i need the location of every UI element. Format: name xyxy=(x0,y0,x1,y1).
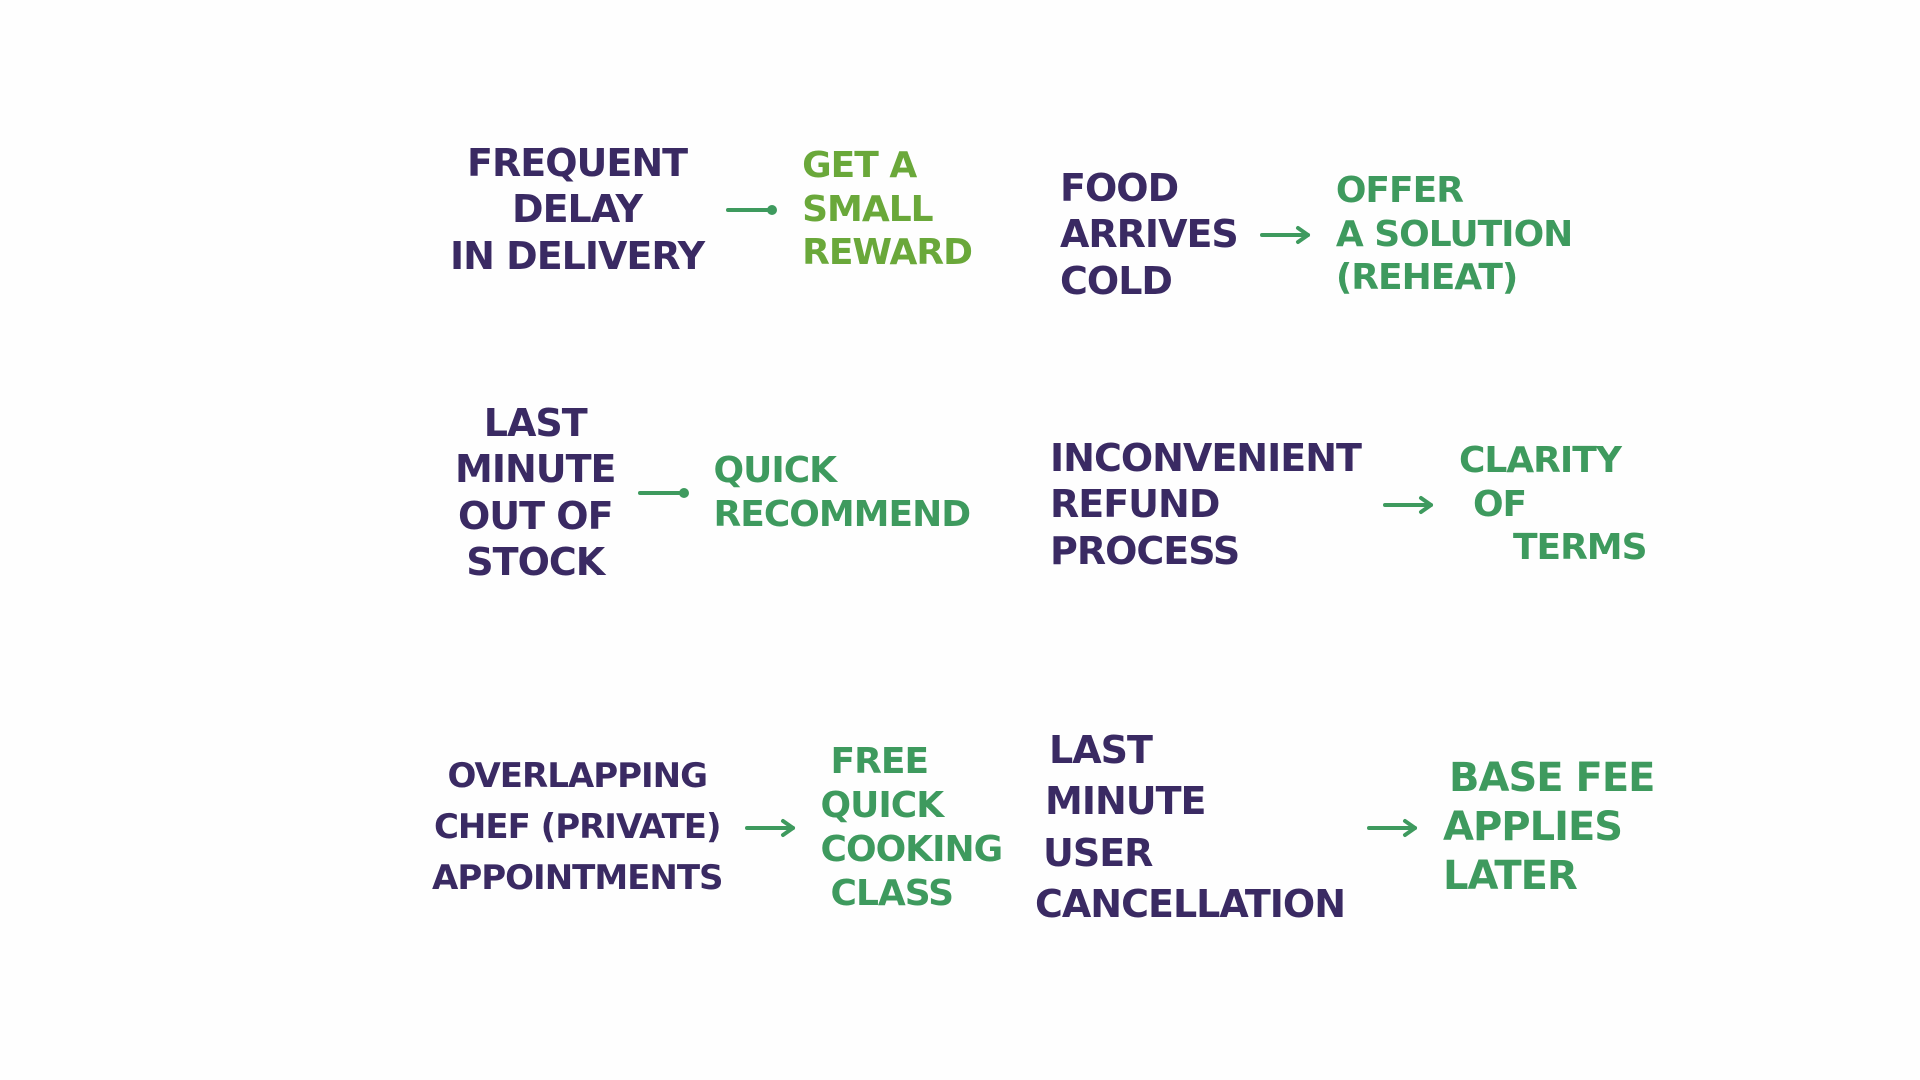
problem-note: FOOD ARRIVES COLD xyxy=(1060,165,1239,304)
solution-note: FREE QUICK COOKING CLASS xyxy=(820,740,1004,916)
note-line: QUICK xyxy=(820,784,945,826)
note-line: CLARITY xyxy=(1458,439,1622,481)
solution-note: OFFER A SOLUTION (REHEAT) xyxy=(1336,169,1573,301)
note-line: QUICK xyxy=(713,449,838,491)
solution-note: QUICK RECOMMEND xyxy=(713,449,972,537)
solution-note: CLARITY OF TERMS xyxy=(1458,439,1648,571)
arrow-icon xyxy=(726,200,780,220)
note-line: MINUTE xyxy=(1045,779,1207,824)
pair-out-of-stock: LAST MINUTE OUT OF STOCK QUICK RECOMMEND xyxy=(455,400,972,585)
problem-note: LAST MINUTE OUT OF STOCK xyxy=(455,400,616,585)
note-line: COLD xyxy=(1060,258,1173,303)
note-line: FREE xyxy=(830,741,929,782)
arrow-icon xyxy=(1382,495,1437,515)
note-line: INCONVENIENT xyxy=(1050,436,1362,480)
note-line: CANCELLATION xyxy=(1035,881,1346,926)
note-line: TERMS xyxy=(1512,527,1648,569)
note-line: CHEF (PRIVATE) xyxy=(433,807,722,848)
note-line: APPLIES xyxy=(1443,804,1623,851)
problem-note: FREQUENT DELAY IN DELIVERY xyxy=(450,140,705,279)
pair-user-cancellation: LAST MINUTE USER CANCELLATION BASE FEE A… xyxy=(1035,725,1655,930)
problem-note: OVERLAPPING CHEF (PRIVATE) APPOINTMENTS xyxy=(432,751,724,904)
note-line: GET A xyxy=(802,144,917,186)
note-line: OFFER xyxy=(1335,169,1464,211)
note-line: IN DELIVERY xyxy=(450,233,705,278)
problem-note: INCONVENIENT REFUND PROCESS xyxy=(1050,435,1362,574)
pair-chef-appointments: OVERLAPPING CHEF (PRIVATE) APPOINTMENTS … xyxy=(432,740,1004,916)
note-line: SMALL xyxy=(802,188,933,230)
note-line: A SOLUTION xyxy=(1335,213,1573,255)
note-line: OUT OF xyxy=(457,493,614,538)
note-line: CLASS xyxy=(830,872,954,914)
solution-note: GET A SMALL REWARD xyxy=(802,144,973,276)
arrow-icon xyxy=(1259,225,1314,245)
note-line: OVERLAPPING xyxy=(447,756,709,797)
note-line: STOCK xyxy=(466,540,605,585)
note-line: USER xyxy=(1043,830,1153,875)
note-line: LAST xyxy=(1049,728,1153,772)
note-line: BASE FEE xyxy=(1449,755,1655,802)
note-line: ARRIVES xyxy=(1060,212,1239,257)
note-line: APPOINTMENTS xyxy=(432,858,724,899)
note-line: (REHEAT) xyxy=(1335,257,1519,299)
arrow-icon xyxy=(744,818,799,838)
arrow-icon xyxy=(637,483,692,503)
note-line: FOOD xyxy=(1060,166,1179,210)
pair-food-cold: FOOD ARRIVES COLD OFFER A SOLUTION (REHE… xyxy=(1060,165,1573,304)
note-line: REFUND xyxy=(1050,482,1220,527)
solution-note: BASE FEE APPLIES LATER xyxy=(1443,754,1655,900)
pair-refund-process: INCONVENIENT REFUND PROCESS CLARITY OF T… xyxy=(1050,435,1648,574)
note-line: LAST xyxy=(483,401,588,445)
note-line: RECOMMEND xyxy=(713,493,972,535)
note-line: DELAY xyxy=(512,187,643,232)
pair-delivery-delay: FREQUENT DELAY IN DELIVERY GET A SMALL R… xyxy=(450,140,973,279)
note-line: REWARD xyxy=(802,232,973,274)
note-line: MINUTE xyxy=(455,447,616,492)
arrow-icon xyxy=(1367,818,1421,838)
note-line: COOKING xyxy=(820,828,1004,870)
problem-note: LAST MINUTE USER CANCELLATION xyxy=(1035,725,1346,930)
note-line: OF xyxy=(1472,483,1527,525)
note-line: FREQUENT xyxy=(467,141,688,185)
note-line: LATER xyxy=(1443,852,1578,899)
note-line: PROCESS xyxy=(1050,528,1240,573)
